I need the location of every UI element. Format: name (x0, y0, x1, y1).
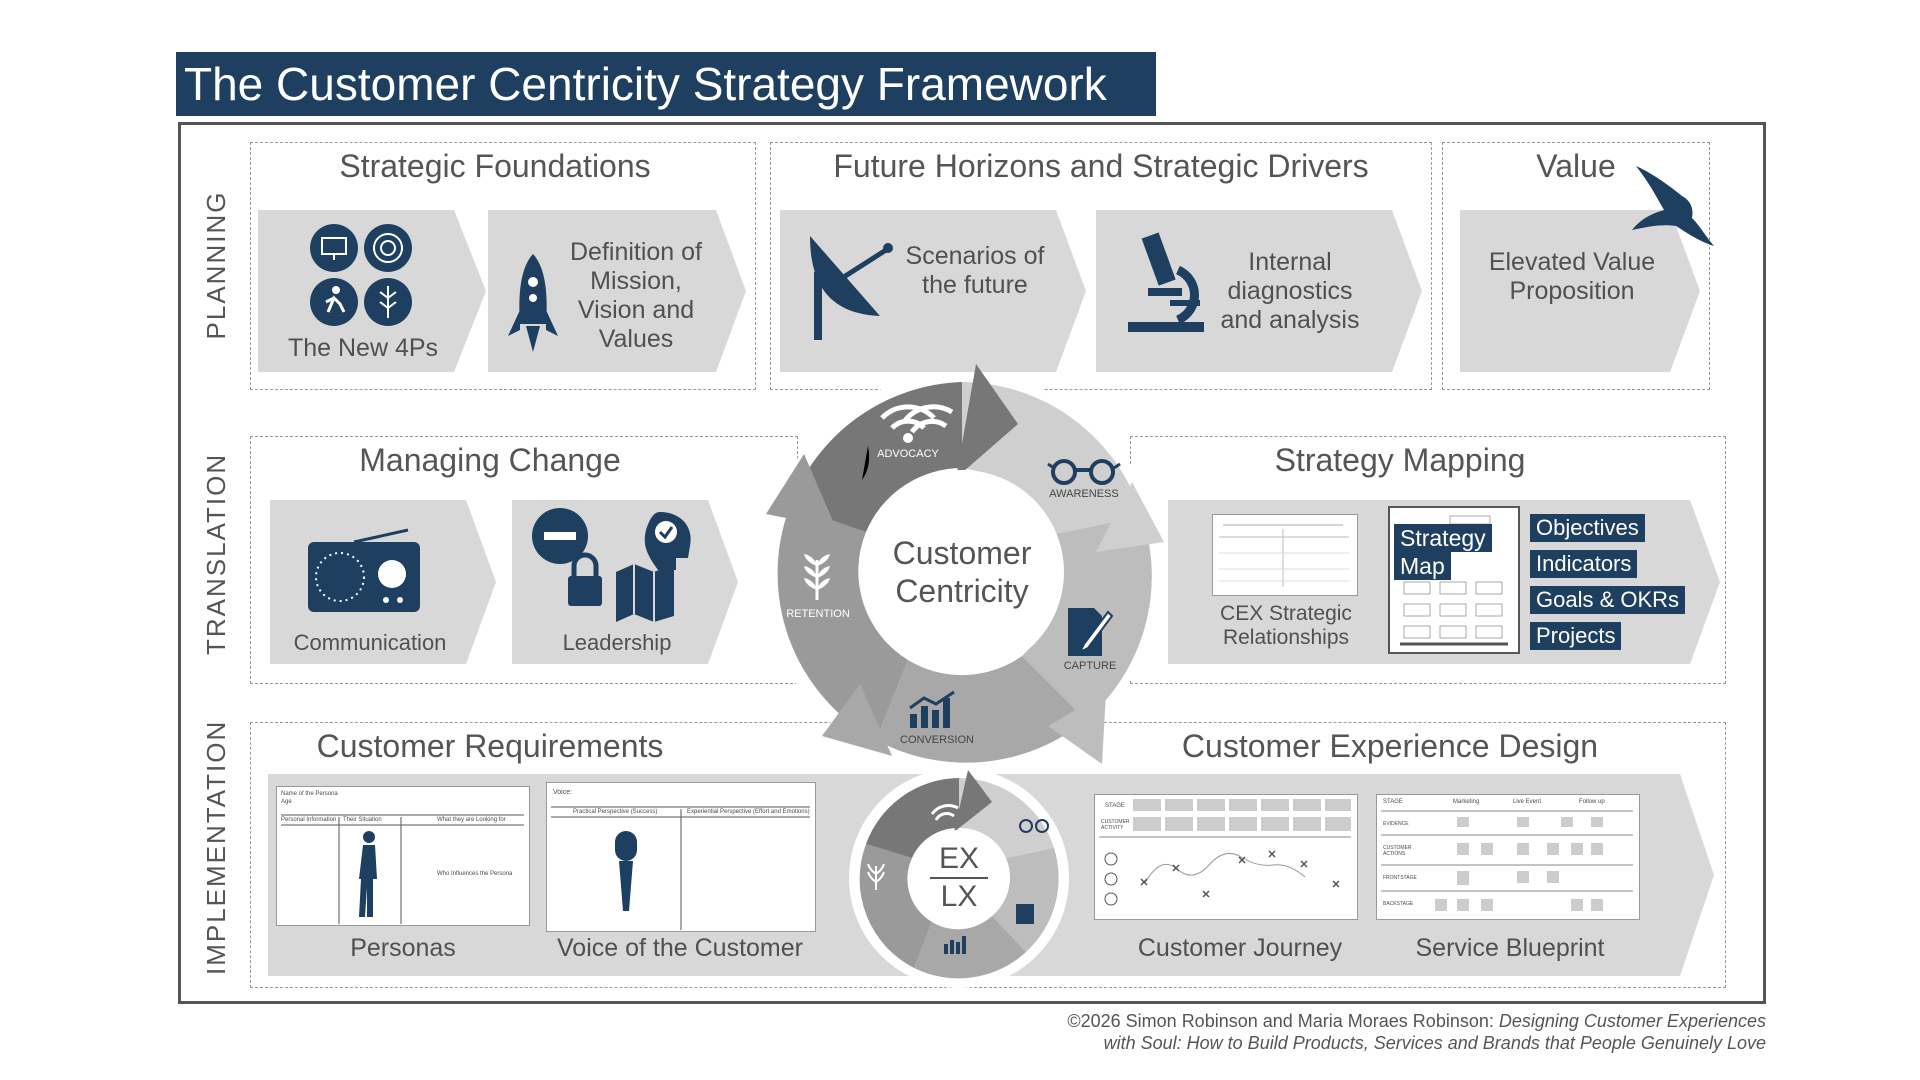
blueprint-stage: STAGE (1383, 799, 1403, 805)
voc-card: Voice: Practical Perspective (Success) E… (546, 782, 816, 932)
diagnostics-label: Internal diagnostics and analysis (1220, 248, 1360, 334)
credit: ©2026 Simon Robinson and Maria Moraes Ro… (860, 1010, 1766, 1054)
strategic-foundations-box (250, 142, 756, 390)
conversion-chart-icon (909, 690, 955, 728)
customer-centricity-cycle (762, 364, 1164, 768)
future-horizons-box (770, 142, 1432, 390)
value-prop-label: Elevated Value Proposition (1488, 248, 1656, 305)
blueprint-phase-3: Follow up (1579, 799, 1605, 805)
retention-segment (777, 506, 908, 740)
band-translation: TRANSLATION (201, 452, 231, 655)
blueprint-row-4: BACKSTAGE (1383, 901, 1414, 907)
cycle-center-label: Customer Centricity (872, 534, 1052, 610)
band-implementation: IMPLEMENTATION (201, 719, 231, 975)
value-title: Value (1536, 148, 1616, 184)
cycle-center-line-2: Centricity (895, 573, 1029, 609)
radio-icon (308, 528, 420, 612)
page-title: The Customer Centricity Strategy Framewo… (176, 52, 1156, 116)
blueprint-phase-2: Live Event (1513, 799, 1542, 805)
persona-age-field: Age (281, 799, 292, 805)
retention-plant-icon (804, 554, 830, 600)
tag-objectives: Objectives (1530, 514, 1645, 542)
persona-card: Name of the Persona Age Personal Informa… (276, 786, 530, 926)
customer-requirements-title: Customer Requirements (316, 728, 664, 764)
advocacy-label: ADVOCACY (877, 448, 939, 460)
strategy-map-label-1: Strategy (1394, 524, 1492, 552)
ex-lx-cycle (849, 768, 1069, 988)
blueprint-label: Service Blueprint (1415, 934, 1605, 962)
journey-activity: CUSTOMER ACTIVITY (1101, 819, 1130, 831)
eagle-icon (1632, 166, 1714, 246)
personas-label: Personas (350, 934, 456, 962)
blueprint-row-3: FRONTSTAGE (1383, 875, 1417, 881)
voc-col2: Experiential Perspective (Effort and Emo… (687, 809, 810, 815)
leadership-label: Leadership (562, 630, 672, 655)
value-box (1442, 142, 1710, 390)
satellite-dish-icon (810, 236, 893, 340)
persona-name-field: Name of the Persona (281, 791, 338, 797)
tag-indicators: Indicators (1530, 550, 1638, 578)
leadership-icon (532, 508, 691, 622)
microscope-icon (1128, 232, 1204, 332)
capture-label: CAPTURE (1063, 660, 1117, 672)
framework-frame (178, 122, 1766, 1004)
persona-col2: Their Situation (343, 817, 382, 823)
awareness-glasses-icon (1047, 459, 1121, 485)
band-planning: PLANNING (201, 190, 231, 340)
cycle-center-line-1: Customer (892, 535, 1032, 571)
new-4ps-icon (310, 224, 412, 326)
voc-head: Voice: (553, 789, 573, 796)
managing-change-title: Managing Change (359, 442, 621, 478)
lx-label: LX (940, 880, 978, 913)
ex-label: EX (938, 842, 980, 875)
credit-line-2: with Soul: How to Build Products, Servic… (860, 1032, 1766, 1054)
mission-label: Definition of Mission, Vision and Values (569, 238, 703, 353)
capture-pen-icon (1068, 608, 1114, 656)
cex-relationships-label: CEX Strategic Relationships (1220, 602, 1352, 649)
future-horizons-title: Future Horizons and Strategic Drivers (833, 148, 1369, 184)
journey-card: STAGE CUSTOMER ACTIVITY (1094, 794, 1358, 920)
blueprint-row-1: EVIDENCE (1383, 821, 1409, 827)
blueprint-card: STAGE Marketing Live Event Follow up EVI… (1376, 794, 1640, 920)
journey-label: Customer Journey (1137, 934, 1343, 962)
journey-stage: STAGE (1105, 803, 1125, 809)
strategy-map-card: Strategy Map (1388, 506, 1520, 654)
voc-label: Voice of the Customer (557, 934, 803, 962)
persona-col3: What they are Looking for (437, 817, 506, 823)
rocket-icon (508, 254, 558, 352)
tag-projects: Projects (1530, 622, 1622, 650)
scenarios-label: Scenarios of the future (905, 242, 1045, 299)
cex-relationships-card (1212, 514, 1358, 596)
conversion-segment (876, 656, 1086, 763)
credit-line-1: ©2026 Simon Robinson and Maria Moraes Ro… (860, 1010, 1766, 1032)
cx-design-title: Customer Experience Design (1181, 728, 1599, 764)
voc-col1: Practical Perspective (Success) (573, 809, 658, 815)
credit-book-title-1: Designing Customer Experiences (1498, 1011, 1766, 1031)
strategy-mapping-title: Strategy Mapping (1274, 442, 1526, 478)
advocacy-segment (790, 382, 962, 532)
persona-col4: Who Influences the Persona (437, 871, 513, 877)
credit-authors: ©2026 Simon Robinson and Maria Moraes Ro… (1067, 1011, 1499, 1031)
strategy-map-label-2: Map (1394, 552, 1451, 580)
conversion-label: CONVERSION (900, 734, 974, 746)
wifi-icon (901, 404, 954, 434)
strategic-foundations-title: Strategic Foundations (339, 148, 651, 184)
persona-col1: Personal Information (281, 817, 337, 823)
communication-label: Communication (293, 630, 447, 655)
blueprint-phase-1: Marketing (1453, 799, 1480, 805)
blueprint-row-2: CUSTOMER ACTIONS (1383, 845, 1412, 857)
chevron-scenarios (780, 210, 1086, 372)
retention-label: RETENTION (786, 608, 850, 620)
awareness-label: AWARENESS (1049, 488, 1119, 500)
tag-list: Objectives Indicators Goals & OKRs Proje… (1530, 514, 1686, 650)
tag-goals-okrs: Goals & OKRs (1530, 586, 1686, 614)
chevron-value (1460, 210, 1700, 372)
advocacy-wifi-icon (880, 404, 936, 443)
new-4ps-label: The New 4Ps (287, 334, 439, 362)
credit-book-title-2: with Soul: How to Build Products, Servic… (1103, 1033, 1766, 1053)
